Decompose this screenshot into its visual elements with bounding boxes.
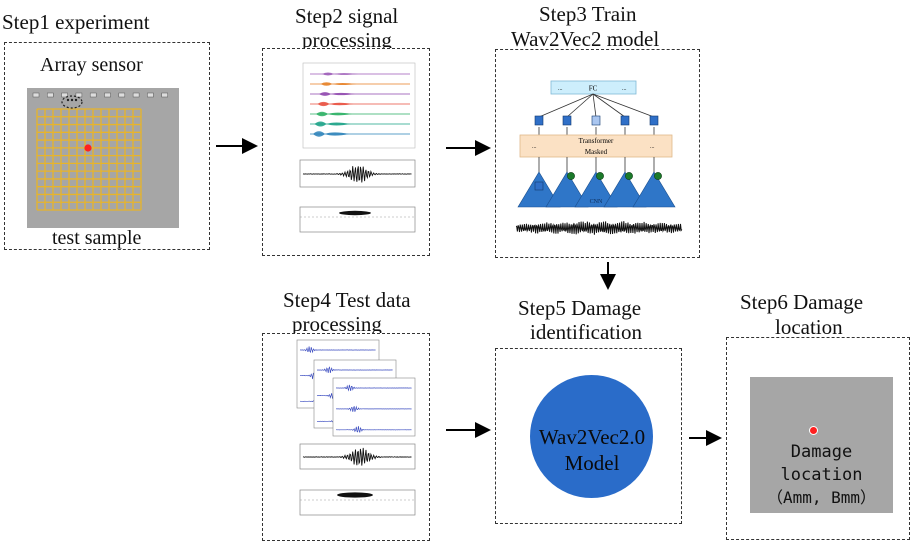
fc-connection: [592, 93, 655, 118]
quantized-token: [596, 172, 604, 180]
test-sample-label: test sample: [52, 227, 142, 249]
step3-title-line2: Wav2Vec2 model: [511, 27, 660, 51]
sensor-10: [161, 92, 168, 98]
transformer-ellipsis-right: ...: [650, 144, 655, 150]
sensor-2: [47, 92, 54, 98]
sensor-array: [32, 92, 168, 98]
array-sensor-label: Array sensor: [40, 54, 143, 76]
test-signal-trace: [335, 426, 412, 433]
fc-ellipsis-right: ...: [622, 86, 627, 92]
test-plate: [27, 88, 179, 228]
output-token: [649, 115, 659, 126]
damage-point: [84, 144, 92, 152]
latent-token: [534, 181, 544, 191]
step5-title-line2: identification: [530, 320, 642, 344]
fc-connection: [592, 93, 597, 118]
signal-trace: [313, 131, 349, 137]
transformer-ellipsis-left: ...: [532, 144, 537, 150]
cnn-encoder: [603, 171, 647, 208]
signal-trace: [314, 121, 351, 127]
output-token: [534, 115, 544, 126]
fc-connection: [592, 93, 626, 118]
quantized-token: [625, 172, 633, 180]
step4-title-line2: processing: [292, 312, 382, 336]
sensor-highlight: [61, 95, 83, 109]
step6-title-line1: Step6 Damage: [740, 290, 864, 314]
fc-ellipsis-left: ...: [558, 86, 563, 92]
test-signal-trace: [335, 384, 412, 392]
step4-title-line1: Step4 Test data: [283, 288, 411, 312]
sensor-6: [104, 92, 111, 98]
sensor-7: [118, 92, 126, 98]
signal-trace: [319, 92, 355, 96]
step3-title-line1: Step3 Train: [539, 2, 637, 26]
cnn-label: CNN: [590, 199, 603, 205]
spectrogram-plot: [299, 206, 416, 233]
step6-title-line2: location: [775, 315, 843, 339]
model-label-line1: Wav2Vec2.0: [538, 425, 646, 449]
sensor-8: [132, 92, 140, 98]
cnn-encoder: [545, 171, 589, 208]
step1-title: Step1 experiment: [2, 10, 150, 34]
signal-trace: [316, 111, 352, 117]
stacked-test-signals: [296, 339, 416, 437]
grid-mesh: [36, 108, 142, 211]
located-damage-point: [810, 427, 817, 434]
transformer-label: Transformer: [579, 137, 614, 145]
output-token: [591, 115, 601, 126]
cnn-encoder: [632, 171, 676, 208]
quantized-token: [654, 172, 662, 180]
fc-connection: [566, 93, 594, 118]
model-circle: [530, 375, 653, 498]
test-waveform-plot: [299, 443, 416, 470]
step5-title-line1: Step5 Damage: [518, 296, 642, 320]
signal-trace: [320, 82, 357, 86]
damage-location-plate: [750, 377, 893, 513]
fc-label: FC: [589, 85, 598, 93]
signal-trace: [322, 72, 358, 76]
test-spectrogram-plot: [299, 489, 416, 516]
damage-label-line1: Damage: [790, 442, 853, 462]
damage-label-line2: location: [780, 465, 863, 485]
sensor-3: [61, 92, 68, 98]
masked-label: Masked: [585, 148, 608, 156]
fc-connection: [538, 93, 594, 118]
sensor-1: [32, 92, 40, 98]
test-signal-trace: [299, 346, 376, 354]
multichannel-signal-plot: [302, 62, 416, 149]
cnn-encoder: [574, 171, 618, 208]
step2-title-line1: Step2 signal: [295, 4, 399, 28]
signal-trace: [317, 101, 354, 107]
test-signal-trace: [335, 405, 412, 412]
waveform-plot: [299, 159, 416, 188]
model-label-line2: Model: [564, 451, 620, 475]
quantized-token: [567, 172, 575, 180]
damage-label-line3: （Amm, Bmm）: [766, 488, 877, 507]
sensor-5: [89, 92, 97, 98]
test-signal-trace: [316, 366, 393, 373]
output-token: [562, 115, 572, 126]
sensor-9: [147, 92, 154, 98]
raw-audio-waveform: [515, 221, 683, 235]
output-token: [620, 115, 630, 126]
